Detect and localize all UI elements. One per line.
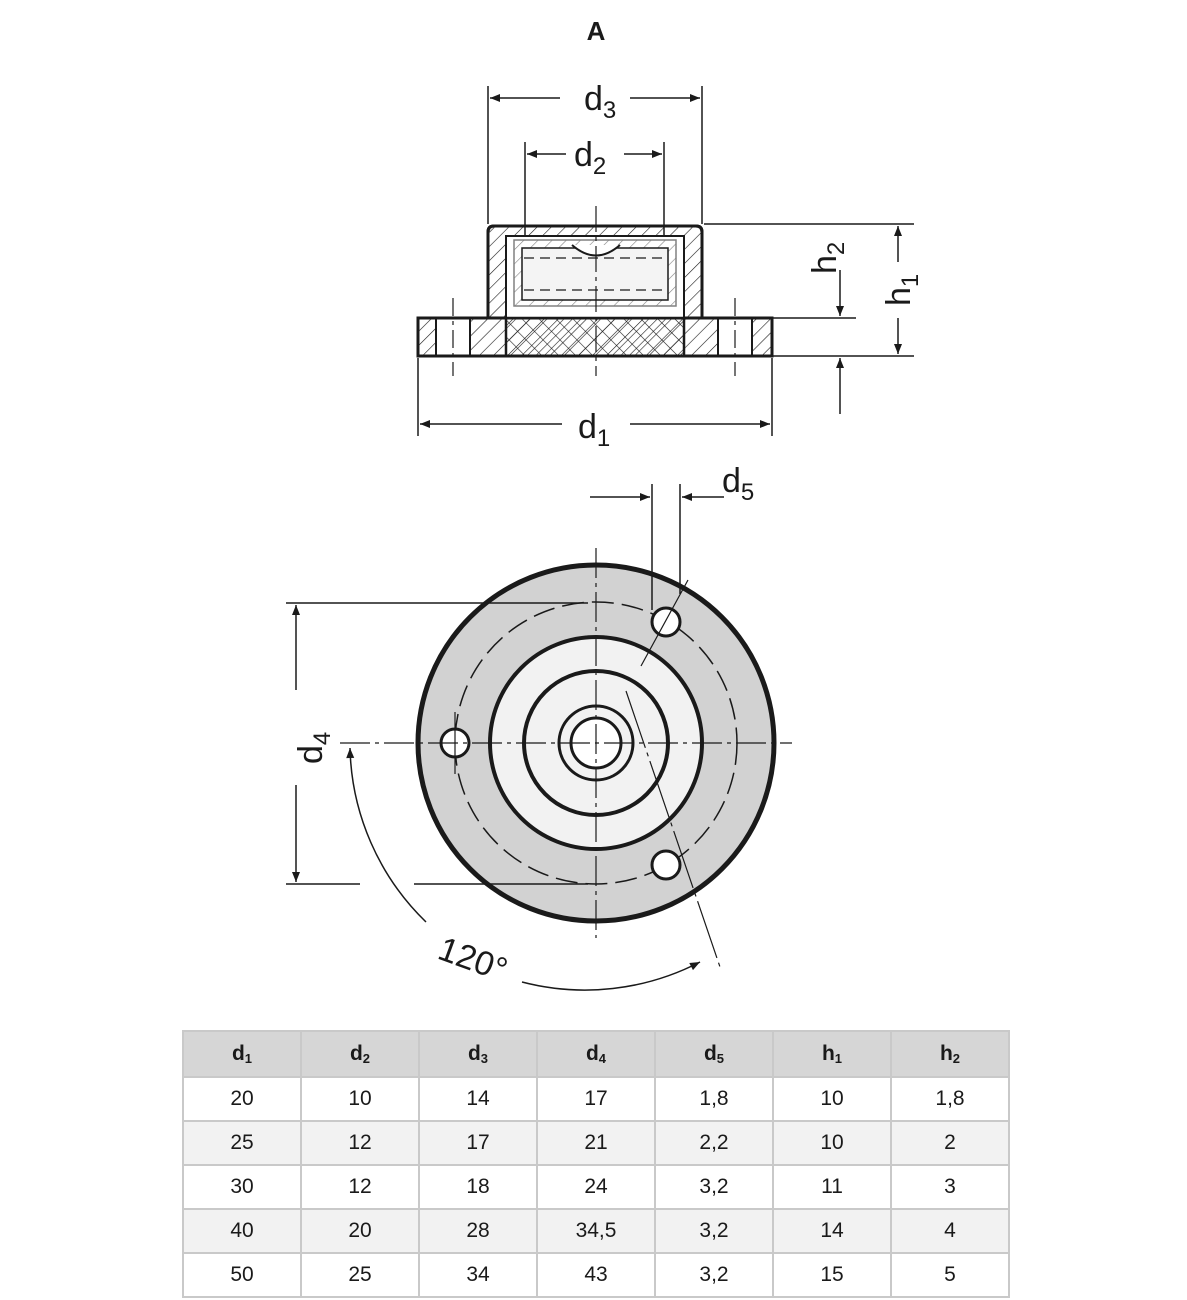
label-h1: h1: [880, 274, 924, 306]
dimension-d4: [286, 602, 588, 885]
table-cell: 10: [772, 1120, 892, 1166]
column-header-h1: h1: [772, 1030, 892, 1078]
label-d3: d3: [584, 80, 616, 124]
table-cell: 12: [300, 1120, 420, 1166]
label-d5: d5: [722, 462, 754, 506]
table-cell: 1,8: [890, 1076, 1010, 1122]
dimension-d5: [590, 484, 724, 610]
label-d1: d1: [578, 408, 610, 452]
technical-drawing: A d3: [286, 16, 924, 991]
table-cell: 11: [772, 1164, 892, 1210]
table-cell: 20: [182, 1076, 302, 1122]
table-cell: 34,5: [536, 1208, 656, 1254]
column-header-h2: h2: [890, 1030, 1010, 1078]
label-d4: d4: [292, 732, 336, 764]
table-cell: 20: [300, 1208, 420, 1254]
table-cell: 25: [182, 1120, 302, 1166]
angle-dimension: [346, 747, 701, 991]
column-header-d1: d1: [182, 1030, 302, 1078]
section-view-label: A: [587, 16, 606, 46]
table-cell: 10: [300, 1076, 420, 1122]
label-h2: h2: [806, 242, 850, 274]
dimension-h1-h2: [704, 223, 914, 414]
table-cell: 43: [536, 1252, 656, 1298]
table-cell: 18: [418, 1164, 538, 1210]
table-cell: 1,8: [654, 1076, 774, 1122]
label-d2: d2: [574, 136, 606, 180]
column-header-d5: d5: [654, 1030, 774, 1078]
column-header-d2: d2: [300, 1030, 420, 1078]
table-cell: 21: [536, 1120, 656, 1166]
table-cell: 2: [890, 1120, 1010, 1166]
dimension-d3: [487, 86, 703, 224]
table-cell: 4: [890, 1208, 1010, 1254]
table-cell: 15: [772, 1252, 892, 1298]
table-cell: 40: [182, 1208, 302, 1254]
table-cell: 3,2: [654, 1252, 774, 1298]
table-cell: 17: [418, 1120, 538, 1166]
table-cell: 50: [182, 1252, 302, 1298]
table-cell: 12: [300, 1164, 420, 1210]
table-cell: 3,2: [654, 1164, 774, 1210]
table-cell: 5: [890, 1252, 1010, 1298]
table-cell: 25: [300, 1252, 420, 1298]
table-cell: 30: [182, 1164, 302, 1210]
section-view: [416, 206, 774, 376]
angle-label: 120°: [433, 930, 512, 990]
table-cell: 17: [536, 1076, 656, 1122]
table-cell: 24: [536, 1164, 656, 1210]
table-cell: 3,2: [654, 1208, 774, 1254]
column-header-d3: d3: [418, 1030, 538, 1078]
table-cell: 10: [772, 1076, 892, 1122]
dimension-d2: [524, 142, 665, 236]
table-cell: 14: [772, 1208, 892, 1254]
table-cell: 2,2: [654, 1120, 774, 1166]
dimension-d1: [417, 358, 773, 436]
table-cell: 28: [418, 1208, 538, 1254]
table-cell: 34: [418, 1252, 538, 1298]
table-cell: 3: [890, 1164, 1010, 1210]
column-header-d4: d4: [536, 1030, 656, 1078]
table-cell: 14: [418, 1076, 538, 1122]
top-view: [340, 548, 792, 968]
